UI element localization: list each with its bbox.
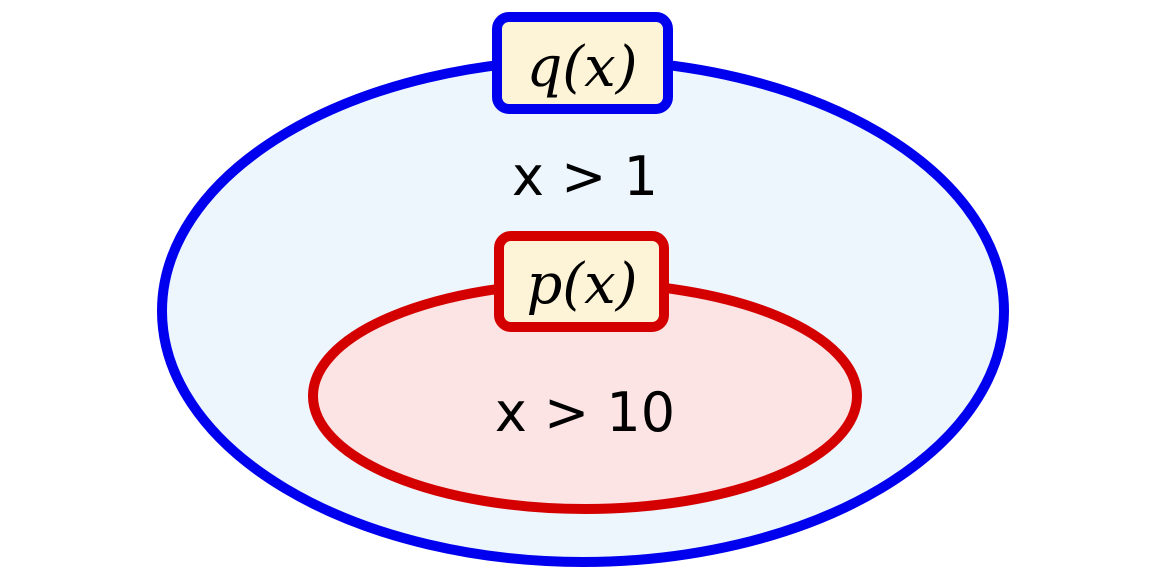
- q-label-box: [492, 12, 673, 114]
- outer-condition: x > 1: [512, 145, 658, 208]
- p-label-box: [494, 231, 669, 332]
- p-label: p(x): [526, 252, 637, 317]
- q-label: q(x): [526, 35, 637, 100]
- inner-condition: x > 10: [495, 381, 675, 444]
